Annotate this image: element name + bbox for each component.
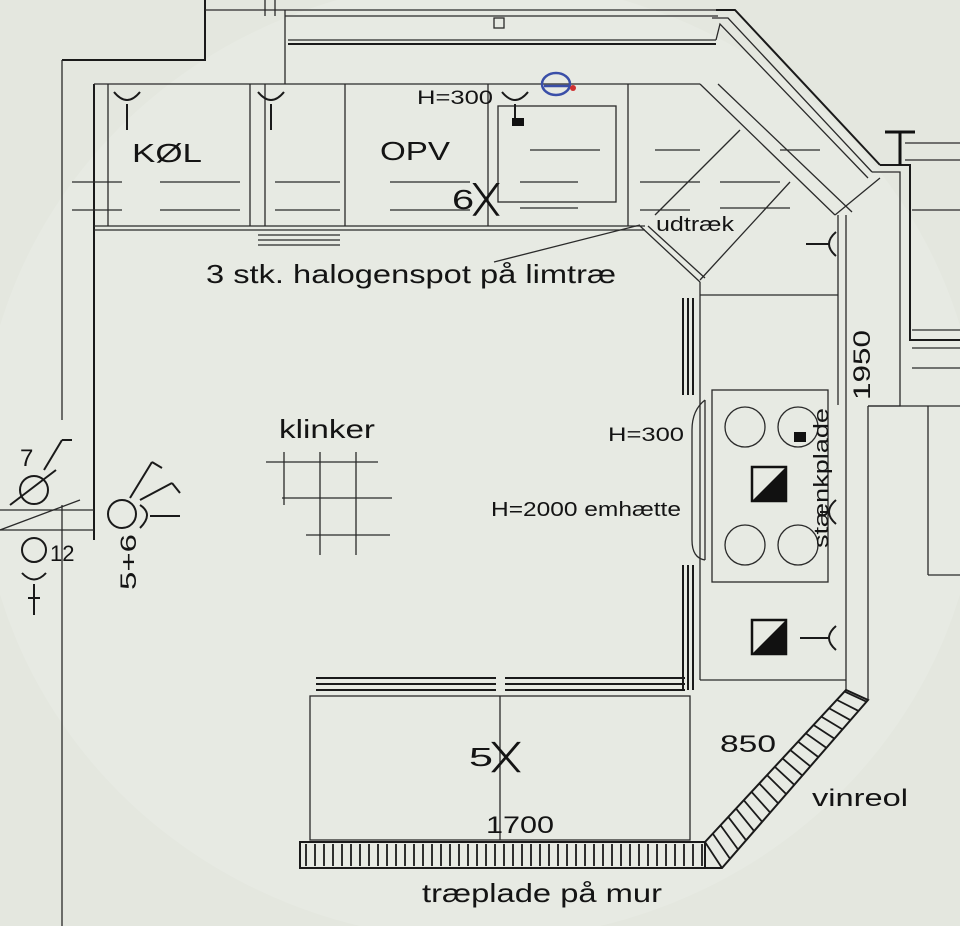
label-12: 12 bbox=[50, 541, 74, 566]
label-opv: OPV bbox=[380, 136, 451, 166]
lower-counter bbox=[309, 677, 691, 841]
sink-symbol-icon bbox=[540, 71, 576, 97]
label-six-x: 6╳ bbox=[452, 183, 501, 216]
label-five-x: 5╳ bbox=[469, 741, 521, 773]
label-kol: KØL bbox=[132, 138, 202, 168]
dimension-1950: 1950 bbox=[849, 330, 876, 400]
label-traeplade-pa-mur: træplade på mur bbox=[422, 878, 662, 908]
appliance-symbol-icon bbox=[750, 465, 788, 503]
label-halogen: 3 stk. halogenspot på limtræ bbox=[206, 259, 616, 289]
hob-burner-icon bbox=[724, 406, 819, 566]
outlet-icon bbox=[0, 439, 94, 531]
dimension-1700: 1700 bbox=[486, 812, 554, 839]
label-klinker: klinker bbox=[279, 414, 375, 444]
label-h2000-emhaette: H=2000 emhætte bbox=[491, 499, 681, 521]
outer-walls bbox=[61, 0, 960, 926]
label-h300-right: H=300 bbox=[608, 425, 684, 446]
faucet-icon bbox=[113, 91, 141, 130]
label-7: 7 bbox=[20, 445, 33, 472]
appliance-symbol-icon bbox=[750, 618, 788, 656]
dimension-850: 850 bbox=[720, 731, 776, 758]
tile-grid bbox=[266, 452, 392, 555]
label-5-plus-6: 5+6 bbox=[116, 534, 141, 590]
label-stankplade: stænkplade bbox=[811, 408, 833, 548]
label-h300-top: H=300 bbox=[417, 88, 493, 109]
wall-light-icon bbox=[800, 625, 837, 651]
upper-cabinets bbox=[72, 84, 838, 296]
label-udtraek: udtræk bbox=[656, 214, 735, 236]
outlet-icon bbox=[107, 461, 181, 529]
right-counter bbox=[682, 295, 846, 690]
label-vinreol: vinreol bbox=[812, 785, 908, 812]
wall-light-icon bbox=[820, 499, 837, 525]
faucet-icon bbox=[257, 91, 285, 130]
wall-light-icon bbox=[806, 231, 837, 257]
outlet-icon bbox=[9, 469, 57, 615]
hatched-wall bbox=[299, 688, 870, 869]
faucet-icon bbox=[501, 91, 529, 126]
